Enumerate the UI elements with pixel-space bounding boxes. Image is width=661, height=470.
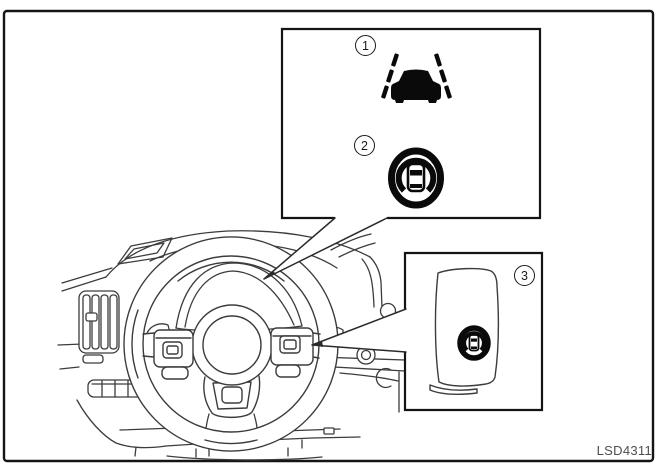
steering-assist-switch-on-wheel: [279, 335, 301, 354]
right-switch-pod: [270, 327, 321, 378]
steering-assist-indicator-icon: [388, 147, 444, 209]
lane-departure-warning-icon: [381, 53, 452, 103]
steering-assist-switch-icon: [457, 325, 491, 361]
steering-wheel: [123, 236, 339, 452]
callout-3-badge: 3: [514, 265, 535, 286]
hub-pad: [202, 315, 262, 375]
lower-spoke-button: [221, 386, 243, 404]
left-air-vent: [78, 290, 120, 354]
leader-wedge-1: [263, 217, 388, 280]
dashboard-drawing: [57, 230, 406, 461]
left-switch-pod: [142, 329, 194, 380]
callout-box-1: [263, 27, 542, 280]
figure-code: LSD4311: [596, 443, 652, 458]
callout-2-badge: 2: [354, 135, 375, 156]
leader-wedge-3: [311, 308, 407, 353]
callout-1-badge: 1: [355, 35, 376, 56]
